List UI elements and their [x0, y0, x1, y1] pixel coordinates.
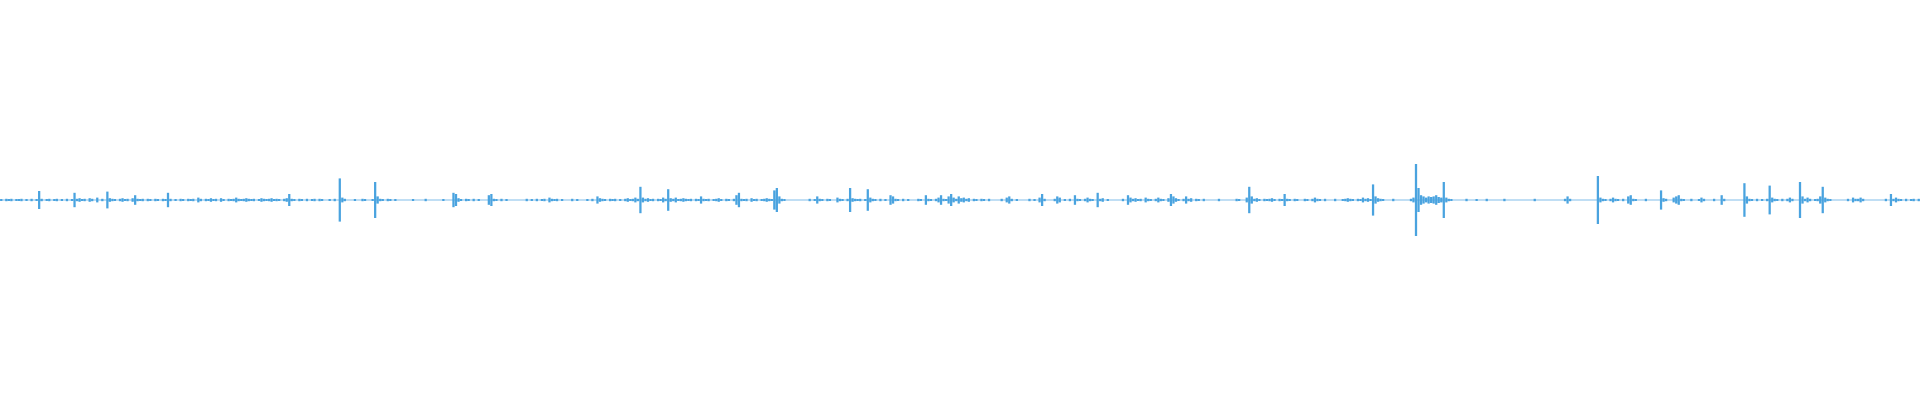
waveform-bars [0, 164, 1920, 236]
